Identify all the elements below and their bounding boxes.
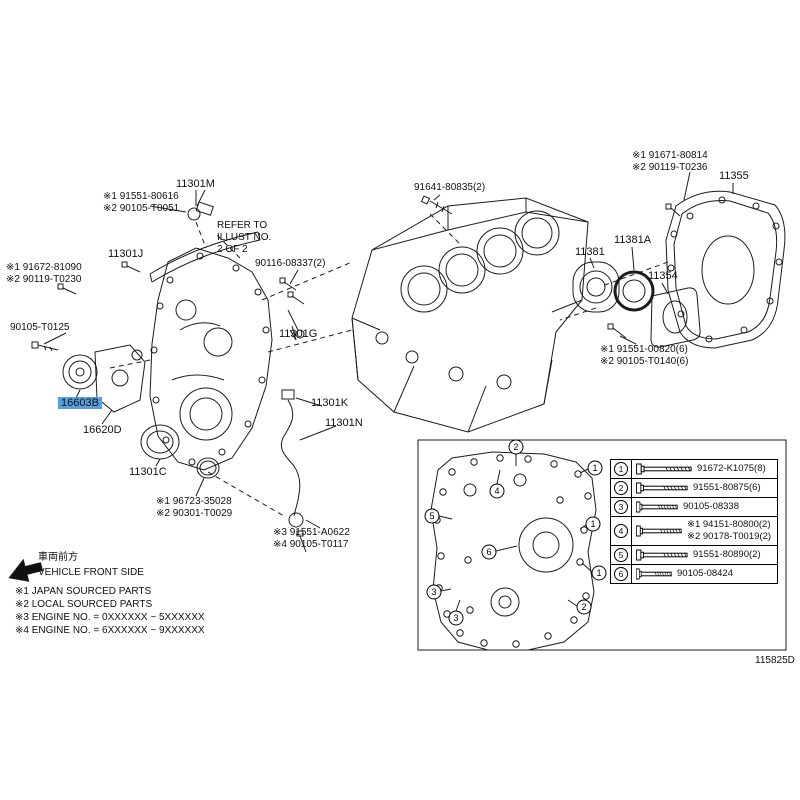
part-label-11354[interactable]: 11354 [648,270,678,282]
part-label-16620d[interactable]: 16620D [83,424,122,436]
crank-sensor-drawing [280,389,337,553]
legend-num-1: 1 [614,462,628,476]
svg-text:3: 3 [453,613,458,623]
cam-sensor-drawing [149,190,214,221]
union-studs-drawing [279,277,305,341]
legend-part-5[interactable]: 91551-80890(2) [693,549,761,560]
inset-callout-3: 3 [448,610,464,626]
legend-part-6[interactable]: 90105-08424 [677,568,733,579]
legend-row-1: 1 91672-K1075(8) [610,459,778,479]
inset-callout-2: 2 [508,439,524,455]
part-label-rear-plate-bolt[interactable]: ※1 91671-80814 ※2 90119-T0236 [632,150,708,173]
footnote-2: ※2 LOCAL SOURCED PARTS [15,599,153,610]
seals-drawing [140,424,220,497]
front-side-label-en: VEHICLE FRONT SIDE [38,567,144,578]
part-label-90105-t0125[interactable]: 90105-T0125 [10,322,70,333]
part-label-11301c[interactable]: 11301C [129,466,167,478]
svg-text:2: 2 [513,442,518,452]
vehicle-front-arrow [8,558,44,582]
inset-callout-1: 1 [585,516,601,532]
svg-text:3: 3 [431,587,436,597]
svg-text:2: 2 [581,602,586,612]
part-label-11301k[interactable]: 11301K [311,397,349,409]
bolt-icon [636,549,688,561]
inset-callout-4: 4 [489,483,505,499]
legend-row-6: 6 90105-08424 [610,564,778,584]
head-bolt-drawing [420,195,453,215]
part-label-head-bolt[interactable]: 91641-80835(2) [414,182,486,193]
part-label-11381[interactable]: 11381 [575,246,605,258]
legend-part-2[interactable]: 91551-80875(6) [693,482,761,493]
refer-note: REFER TO ILLUST NO. 2 OF 2 [217,220,272,255]
part-label-11355[interactable]: 11355 [719,170,749,182]
legend-num-4: 4 [614,524,628,538]
footnote-4: ※4 ENGINE NO. = 6XXXXXX ~ 9XXXXXX [15,625,205,636]
legend-part-4[interactable]: ※1 94151-80800(2) ※2 90178-T0019(2) [687,519,772,542]
inset-cover-drawing [417,439,787,651]
legend-table: 1 91672-K1075(8) 2 91551-80875(6) 3 9010… [610,459,778,584]
dashed-lines [109,213,669,517]
bolt-icon [636,463,692,475]
inset-callout-3: 3 [426,584,442,600]
legend-part-1[interactable]: 91672-K1075(8) [697,463,766,474]
leader-lines [43,171,734,529]
rear-parts-drawing [572,190,786,349]
part-label-11381a[interactable]: 11381A [614,234,652,246]
drawing-number: 115825D [755,655,795,666]
bolt-icon [636,482,688,494]
part-label-stud-91672[interactable]: ※1 91672-81090 ※2 90119-T0230 [6,262,82,285]
bolt-icon [636,501,678,513]
front-side-label-jp: 車両前方 [38,552,78,563]
svg-text:4: 4 [494,486,499,496]
part-label-11301j[interactable]: 11301J [108,248,144,260]
part-label-cam-sensor-bolt[interactable]: ※1 91551-80616 ※2 90105-T0051 [103,191,180,214]
part-label-retainer-bolt[interactable]: ※1 91551-00820(6) ※2 90105-T0140(6) [600,344,689,367]
legend-part-3[interactable]: 90105-08338 [683,501,739,512]
legend-row-4: 4 ※1 94151-80800(2) ※2 90178-T0019(2) [610,516,778,546]
inset-callout-1: 1 [587,460,603,476]
legend-num-3: 3 [614,500,628,514]
part-label-11301g[interactable]: 11301G [279,328,318,340]
inset-callout-2: 2 [576,599,592,615]
cover-gasket-drawing [149,231,261,283]
footnote-1: ※1 JAPAN SOURCED PARTS [15,586,152,597]
part-label-stud-90116[interactable]: 90116-08337(2) [255,258,326,269]
part-label-oil-seal[interactable]: ※1 96723-35028 ※2 90301-T0029 [156,496,233,519]
legend-num-6: 6 [614,567,628,581]
legend-row-3: 3 90105-08338 [610,497,778,517]
legend-row-2: 2 91551-80875(6) [610,478,778,498]
legend-num-5: 5 [614,548,628,562]
svg-text:1: 1 [590,519,595,529]
svg-text:6: 6 [486,547,491,557]
footnote-3: ※3 ENGINE NO. = 0XXXXXX ~ 5XXXXXX [15,612,205,623]
inset-callout-5: 5 [424,508,440,524]
inset-callout-6: 6 [481,544,497,560]
legend-row-5: 5 91551-80890(2) [610,545,778,565]
bolt-icon [636,525,682,537]
part-label-sensor-bolt[interactable]: ※3 91551-A0622 ※4 90105-T0117 [273,527,350,550]
bolt-icon [636,568,672,580]
inset-callout-1: 1 [591,565,607,581]
svg-text:5: 5 [429,511,434,521]
part-label-11301m[interactable]: 11301M [176,178,215,190]
engine-block-drawing [351,197,589,433]
svg-text:1: 1 [592,463,597,473]
small-fasteners-left [31,261,141,352]
part-label-tensioner[interactable]: 16603B [58,397,102,409]
timing-cover-drawing [149,247,273,471]
legend-num-2: 2 [614,481,628,495]
tensioner-drawing [62,344,146,425]
part-label-11301n[interactable]: 11301N [325,417,363,429]
svg-text:1: 1 [596,568,601,578]
inset-callout-layer: 2 4 1 5 1 6 1 3 3 2 [424,439,607,626]
